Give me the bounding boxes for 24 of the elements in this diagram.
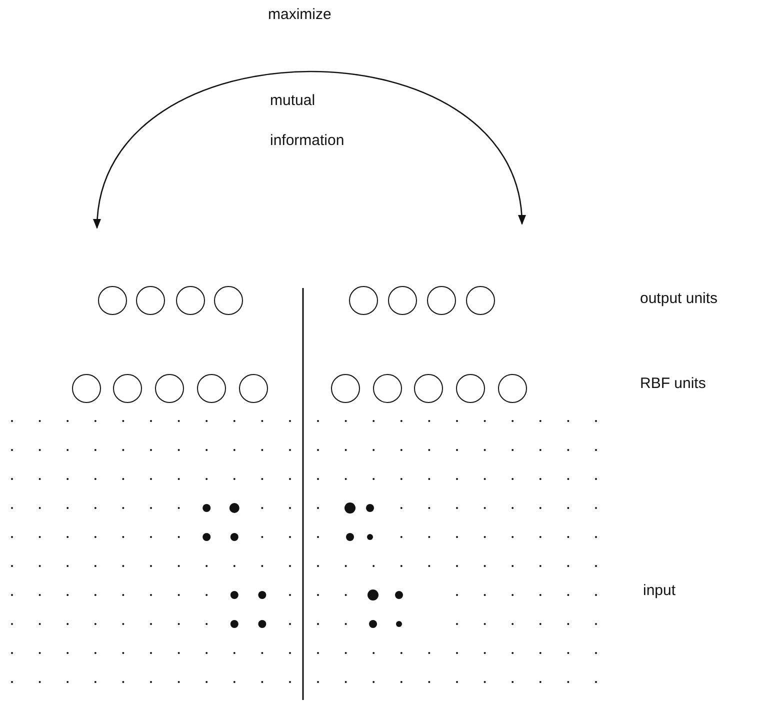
rbf-unit-circle	[456, 374, 484, 402]
rbf-unit-circle	[72, 374, 100, 402]
layer-label: output units	[640, 290, 718, 308]
layer-label: RBF units	[640, 375, 706, 393]
title-text: maximize	[268, 6, 332, 24]
rbf-unit-circle	[112, 374, 142, 402]
rbf-unit-circle	[154, 374, 184, 402]
output-unit-circle	[214, 286, 242, 314]
rbf-unit-circle	[238, 374, 268, 402]
output-unit-circle	[136, 286, 164, 314]
output-unit-circle	[466, 286, 494, 314]
rbf-unit-circle	[498, 374, 526, 402]
output-unit-circle	[348, 286, 378, 314]
output-unit-circle	[388, 286, 416, 314]
output-unit-circle	[98, 286, 126, 314]
rbf-unit-circle	[372, 374, 402, 402]
output-unit-circle	[426, 286, 456, 314]
annotation-text: mutual	[270, 92, 316, 110]
rbf-unit-circle	[330, 374, 360, 402]
layer-label: input	[643, 582, 676, 600]
rbf-unit-circle	[414, 374, 442, 402]
output-unit-circle	[176, 286, 204, 314]
rbf-unit-circle	[196, 374, 226, 402]
annotation-text: information	[270, 132, 344, 150]
